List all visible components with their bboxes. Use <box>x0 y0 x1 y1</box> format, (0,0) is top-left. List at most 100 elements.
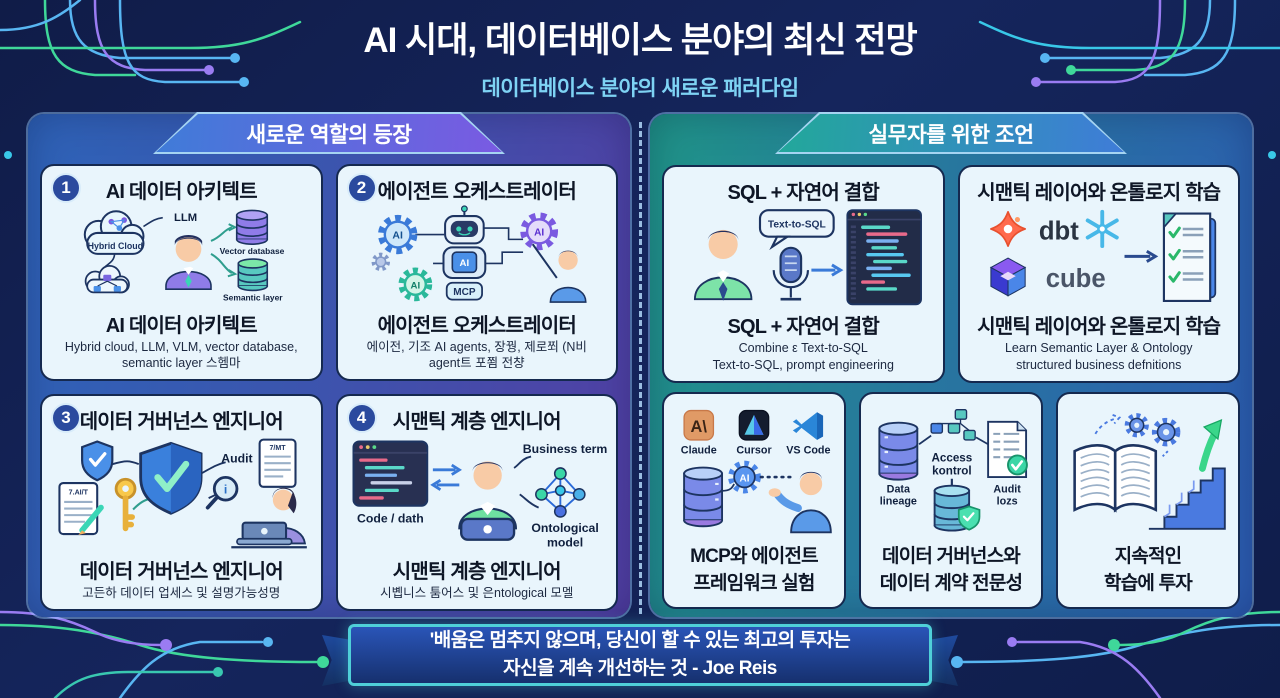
governance-contracts-illustration: Data lineage Access kontrol <box>869 400 1033 542</box>
access-control-label-1: Access <box>931 452 972 465</box>
card-title-line2: 학습에 투자 <box>1104 573 1193 595</box>
page-title: AI 시대, 데이터베이스 분야의 최신 전망 <box>363 21 917 60</box>
card-governance-data-contracts: Data lineage Access kontrol <box>859 392 1043 609</box>
right-cards-row1: SQL + 자연어 결합 Text-to-SQL <box>662 165 1240 383</box>
panel-new-roles-title: 새로운 역할의 등장 <box>246 122 412 147</box>
text-to-sql-bubble: Text-to-SQL <box>758 209 835 251</box>
data-lineage-label-1: Data <box>887 484 911 496</box>
semantic-layer-icon: Semantic layer <box>223 258 283 302</box>
card-description-line1: Combine ε Text-to-SQL <box>738 340 868 355</box>
card-continuous-learning: 지속적인 학습에 투자 <box>1056 392 1240 609</box>
quote-banner: '배움은 멈추지 않으며, 당신이 할 수 있는 최고의 투자는 자신을 계속 … <box>322 624 958 686</box>
mcp-chip-icon: MCP <box>445 281 483 301</box>
agent-orchestrator-illustration: AI AI AI <box>346 204 609 309</box>
card-description: 고든하 데이터 업세스 및 설명가능성명 <box>82 585 281 600</box>
semantic-ontology-illustration: dbt cube <box>968 205 1231 310</box>
vscode-label: VS Code <box>786 445 830 457</box>
growth-stairs-icon <box>1148 419 1226 530</box>
sql-natural-language-illustration: Text-to-SQL <box>672 205 935 310</box>
card-title-line1: MCP와 에이전트 <box>690 546 819 567</box>
card-semantic-ontology-learning: 시맨틱 레이어와 온톨로지 학습 dbt <box>957 165 1240 383</box>
mcp-label: MCP <box>453 287 476 298</box>
audit-logs-label-1: Audit <box>993 484 1021 496</box>
card-description-line2: Text-to-SQL, prompt engineering <box>712 357 894 372</box>
code-label: Code / dath <box>356 512 423 526</box>
card-title: 에이전트 오케스트레이터 <box>377 181 577 203</box>
card-number-badge: 4 <box>346 403 377 433</box>
svg-text:A\: A\ <box>691 418 708 436</box>
card-subtitle: 에이전트 오케스트레이터 <box>377 314 577 337</box>
card-data-governance-engineer: 3 데이터 거버넌스 엔지니어 <box>40 394 323 611</box>
presenter-person <box>531 243 587 303</box>
audit-label: Audit <box>221 451 252 465</box>
card-description-line1: Learn Semantic Layer & Ontology <box>1004 340 1193 355</box>
ai-gear-purple-icon: AI <box>519 212 558 251</box>
access-control-label-2: kontrol <box>932 464 971 477</box>
ai-gear-teal-icon: AI <box>397 267 432 302</box>
snowflake-logo-icon <box>1085 209 1119 249</box>
ai-label: AI <box>459 258 469 269</box>
circuit-top-left <box>0 0 302 159</box>
card-description-line2: structured business defnitions <box>1016 357 1182 372</box>
quote-line2: 자신을 계속 개선하는 것 - Joe Reis <box>503 658 777 679</box>
engineer-person <box>457 461 517 541</box>
secure-database-icon <box>933 484 981 532</box>
ai-label: AI <box>740 473 750 484</box>
circuit-bottom-left <box>0 610 329 698</box>
left-cards-grid: 1 AI 데이터 아키텍트 Hybrid Cloud LLM <box>40 164 618 611</box>
card-title: 시맨틱 레이어와 온톨로지 학습 <box>977 182 1221 204</box>
card-title: 데이터 거버넌스 엔지니어 <box>79 411 284 433</box>
magnifier-info-icon: i <box>205 475 239 510</box>
small-shield-icon <box>81 440 114 482</box>
card-number-badge: 1 <box>51 173 81 203</box>
data-lineage-database-icon <box>878 421 919 481</box>
ai-label: AI <box>410 280 420 291</box>
circuit-top-right <box>978 0 1280 159</box>
card-subtitle: 시맨틱 레이어와 온톨로지 학습 <box>977 315 1221 338</box>
card-mcp-agent-frameworks: A\ Claude Cursor VS Code <box>662 392 846 609</box>
continuous-learning-illustration <box>1066 400 1230 542</box>
cube-logo-icon <box>989 257 1026 297</box>
dbt-label: dbt <box>1038 217 1078 245</box>
audit-logs-label-2: lozs <box>997 496 1018 508</box>
panel-practitioner-advice: 실무자를 위한 조언 SQL + 자연어 결합 <box>650 112 1252 617</box>
tab-fill <box>778 114 1124 152</box>
card-description: Hybrid cloud, LLM, VLM, vector database,… <box>64 339 298 370</box>
ai-data-architect-illustration: Hybrid Cloud LLM <box>50 204 313 309</box>
ai-gear-icon: AI <box>728 460 761 494</box>
panel-advice-header: 실무자를 위한 조언 <box>775 112 1127 154</box>
tab-fill <box>156 114 502 152</box>
circuit-bottom-right <box>951 610 1280 698</box>
folder-tree-icon <box>930 409 976 441</box>
card-ai-data-architect: 1 AI 데이터 아키텍트 Hybrid Cloud LLM <box>40 164 323 381</box>
page-subtitle: 데이터베이스 분야의 새로운 패러다임 <box>481 77 799 100</box>
card-semantic-layer-engineer: 4 시맨틱 계층 엔지니어 Code / dath <box>335 394 618 611</box>
gears-icon <box>1124 413 1181 447</box>
vector-database-label: Vector database <box>220 246 285 256</box>
claude-logo-icon: A\ <box>683 409 715 441</box>
card-subtitle: 데이터 거버넌스 엔지니어 <box>79 560 284 583</box>
claude-label: Claude <box>681 445 717 457</box>
card-title: SQL + 자연어 결합 <box>727 182 879 204</box>
analyst-person <box>236 487 307 546</box>
small-gear-icon <box>371 252 390 272</box>
ai-gear-blue-icon: AI <box>377 214 417 255</box>
panel-new-roles-header: 새로운 역할의 등장 <box>153 112 505 154</box>
dbt-logo-icon <box>989 210 1026 247</box>
business-term-label: Business term <box>522 442 607 456</box>
card-subtitle: AI 데이터 아키텍트 <box>105 314 258 337</box>
llm-label: LLM <box>174 212 197 224</box>
right-cards-row2: A\ Claude Cursor VS Code <box>662 392 1240 609</box>
open-book-icon <box>1073 444 1158 513</box>
data-governance-illustration: 7.AI/T Audit i 7/MT <box>50 434 313 555</box>
checklist-document-icon <box>1162 212 1216 303</box>
audit-document-icon: 7/MT <box>258 438 297 488</box>
microphone-icon <box>772 246 810 301</box>
page-header: AI 시대, 데이터베이스 분야의 최신 전망 데이터베이스 분야의 새로운 패… <box>0 12 1280 102</box>
card-title-line1: 지속적인 <box>1114 546 1183 567</box>
ai-label: AI <box>392 231 403 242</box>
card-title-line2: 프레임워크 실험 <box>693 573 815 595</box>
doc-text: 7/MT <box>270 444 287 452</box>
quote-banner-body: '배움은 멈추지 않으며, 당신이 할 수 있는 최고의 투자는 자신을 계속 … <box>348 624 932 686</box>
